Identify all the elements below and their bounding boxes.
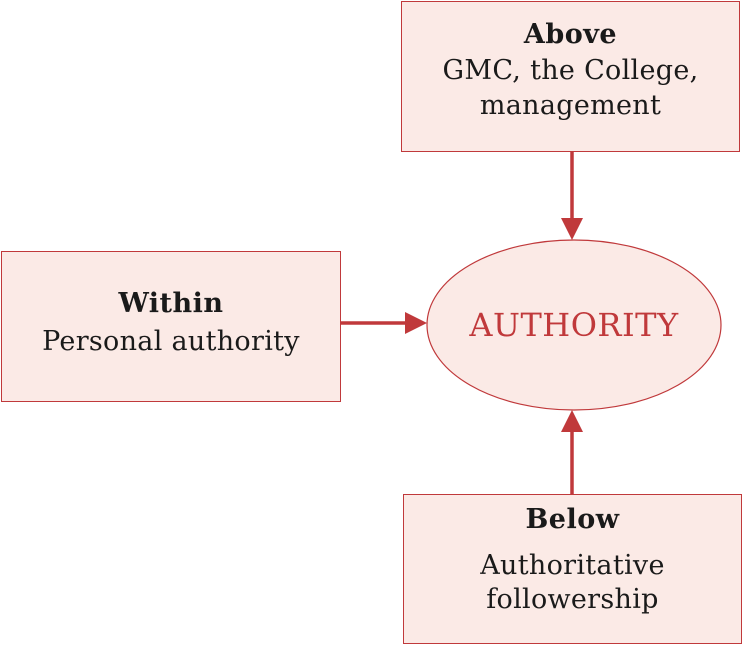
arrow-above-to-center [561,152,583,240]
arrow-below-to-center [561,410,583,494]
within-box: Within Personal authority [1,251,341,402]
above-box: Above GMC, the College, management [401,1,740,152]
below-box: Below Authoritative followership [403,494,742,644]
above-line-2: management [479,90,662,122]
within-title: Within [118,287,224,319]
authority-ellipse [426,239,722,411]
authority-label: AUTHORITY [469,306,679,344]
arrow-within-to-center [341,312,427,334]
below-line-2: followership [486,583,659,615]
below-line-1: Authoritative [480,550,665,582]
above-title: Above [523,18,618,50]
below-title: Below [525,504,620,536]
above-line-1: GMC, the College, [442,54,699,86]
within-line-1: Personal authority [42,325,300,357]
